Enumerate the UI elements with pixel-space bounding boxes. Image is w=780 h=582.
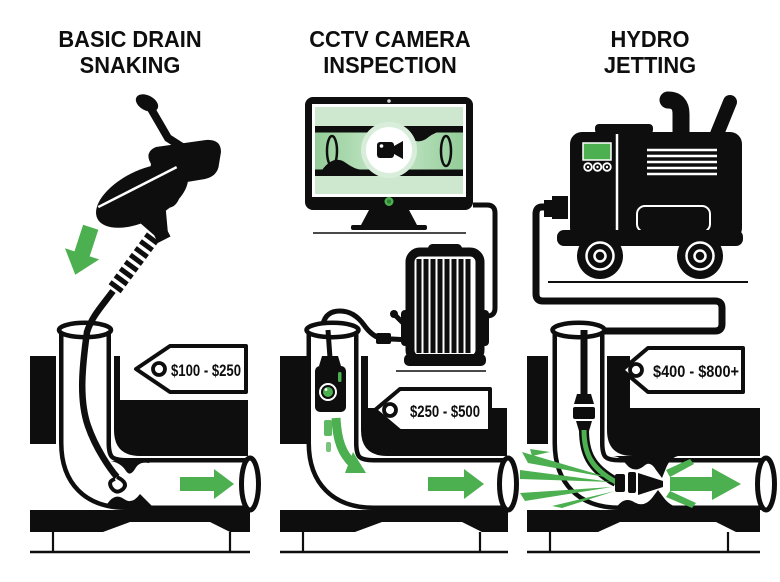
cable-reel bbox=[390, 244, 489, 372]
video-camera-icon bbox=[377, 141, 403, 159]
clog-debris bbox=[106, 461, 152, 506]
snake-coil-spring bbox=[106, 225, 165, 296]
ground-cross-section bbox=[30, 356, 250, 554]
title-line: JETTING bbox=[603, 52, 697, 78]
feed-direction-arrow bbox=[64, 224, 100, 275]
pipe-mouth bbox=[304, 320, 361, 340]
jetting-hose-in-pipe bbox=[573, 330, 663, 495]
title-line: CCTV CAMERA bbox=[309, 26, 471, 52]
pipe-open-end bbox=[497, 455, 519, 513]
title-line: BASIC DRAIN bbox=[58, 26, 202, 52]
webcam-dot bbox=[387, 99, 391, 103]
panel-cctv-camera-inspection: $250 - $500 bbox=[280, 97, 519, 554]
drain-snake-tool bbox=[96, 94, 221, 243]
tag-hole bbox=[628, 362, 644, 378]
price-label: $100 - $250 bbox=[171, 361, 241, 380]
exhaust-pipe-curved bbox=[659, 91, 690, 143]
tool-funnel bbox=[139, 209, 168, 238]
jetting-nozzle bbox=[615, 472, 663, 495]
pipe-open-end bbox=[239, 455, 261, 513]
inspection-direction-arrow bbox=[331, 417, 366, 473]
tag-hole bbox=[151, 361, 167, 377]
price-label: $250 - $500 bbox=[410, 402, 480, 421]
tag-hole bbox=[382, 402, 398, 418]
machine-lid bbox=[595, 124, 653, 134]
panel-title-cctv-camera-inspection: CCTV CAMERA INSPECTION bbox=[267, 26, 514, 78]
cable-connector bbox=[376, 333, 391, 344]
machine-vents bbox=[647, 148, 717, 176]
panel-hydro-jetting: $400 - $800+ bbox=[520, 91, 777, 554]
camera-light-beam bbox=[324, 420, 332, 436]
camera-led bbox=[338, 372, 342, 382]
flow-arrow bbox=[180, 469, 234, 499]
snake-tip-corkscrew bbox=[108, 475, 127, 494]
monitor-base bbox=[351, 225, 427, 230]
drain-elbow-pipe bbox=[304, 320, 519, 513]
hose-outlet-box bbox=[552, 196, 568, 219]
video-cable bbox=[473, 202, 498, 319]
title-line: INSPECTION bbox=[323, 52, 457, 78]
panel-basic-drain-snaking: $100 - $250 bbox=[30, 94, 261, 554]
panel-title-basic-drain-snaking: BASIC DRAIN SNAKING bbox=[7, 26, 254, 78]
panel-title-hydro-jetting: HYDRO JETTING bbox=[527, 26, 774, 78]
price-label: $400 - $800+ bbox=[653, 362, 739, 381]
hose-coupling bbox=[574, 394, 594, 404]
flow-arrow bbox=[428, 469, 484, 499]
snake-cable bbox=[79, 225, 165, 494]
reel-crank bbox=[393, 313, 409, 329]
inspection-camera-head bbox=[315, 329, 346, 452]
clog-debris bbox=[612, 456, 680, 508]
screen-debris bbox=[322, 159, 362, 170]
title-line: SNAKING bbox=[79, 52, 181, 78]
price-tag: $250 - $500 bbox=[373, 387, 492, 433]
machine-buttons bbox=[583, 162, 612, 172]
screen-pipe-view bbox=[315, 122, 463, 178]
pipe-mouth bbox=[550, 320, 607, 340]
price-tag: $100 - $250 bbox=[134, 344, 248, 394]
wheel bbox=[577, 233, 623, 279]
exhaust-pipe-slanted bbox=[710, 95, 737, 141]
ground-cross-section bbox=[527, 356, 760, 554]
tool-drum bbox=[96, 164, 188, 228]
floor-slab bbox=[30, 510, 250, 532]
pipe-open-end bbox=[755, 455, 777, 513]
monitor-stand bbox=[361, 210, 417, 225]
machine-body bbox=[570, 132, 742, 240]
floor-slab bbox=[527, 510, 760, 532]
tool-crank-arm bbox=[146, 103, 186, 151]
floor-slab bbox=[280, 510, 508, 532]
inspection-monitor bbox=[305, 97, 473, 234]
wheel bbox=[677, 233, 723, 279]
water-spray bbox=[520, 449, 741, 508]
tool-crank-knob bbox=[135, 94, 159, 112]
flow-arrow bbox=[670, 468, 741, 500]
camera-light-beam bbox=[326, 442, 331, 452]
machine-display bbox=[582, 142, 612, 161]
title-line: HYDRO bbox=[610, 26, 690, 52]
hydro-jetter-machine bbox=[544, 91, 748, 283]
price-tag: $400 - $800+ bbox=[620, 346, 745, 394]
